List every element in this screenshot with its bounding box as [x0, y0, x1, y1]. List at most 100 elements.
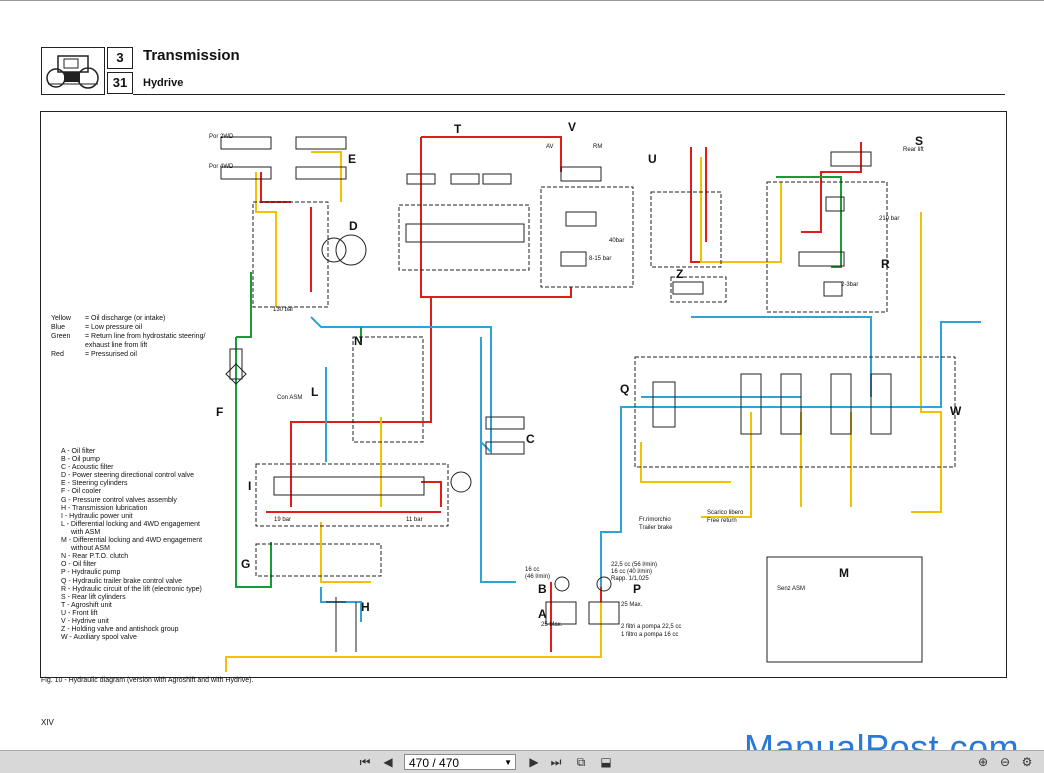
- page-number-select[interactable]: 470 / 470 ▼: [404, 754, 516, 770]
- legend-item: Q - Hydraulic trailer brake control valv…: [61, 577, 182, 585]
- color-legend-row: Red= Pressurised oil: [51, 350, 205, 359]
- legend-item: G - Pressure control valves assembly: [61, 496, 177, 504]
- color-legend-key: Red: [51, 351, 64, 358]
- chevron-down-icon: ▼: [504, 758, 512, 767]
- label-D: D: [349, 219, 358, 233]
- note-por-2wd: Por 2WD: [209, 134, 234, 140]
- legend-item: I - Hydraulic power unit: [61, 512, 133, 520]
- label-L: L: [311, 385, 319, 399]
- note-free-return: Free return: [707, 518, 737, 524]
- note-8-15-bar: 8-15 bar: [589, 256, 612, 262]
- color-legend-value: = Low pressure oil: [85, 324, 143, 331]
- label-F: F: [216, 405, 224, 419]
- legend-item: U - Front lift: [61, 609, 98, 617]
- legend-item: H - Transmission lubrication: [61, 504, 148, 512]
- legend-item: D - Power steering directional control v…: [61, 472, 195, 480]
- label-S: S: [915, 134, 924, 148]
- color-legend-key: [51, 341, 85, 350]
- color-legend-value: exhaust line from lift: [85, 342, 148, 349]
- zoom-in-icon[interactable]: ⊕: [977, 755, 989, 769]
- note-rm: RM: [593, 144, 603, 150]
- legend-item: S - Rear lift cylinders: [61, 593, 126, 601]
- zoom-out-icon[interactable]: ⊖: [999, 755, 1011, 769]
- note-fr-rimorchio: Fr.rimorchio: [639, 517, 671, 523]
- legend-item: M - Differential locking and 4WD engagem…: [61, 537, 203, 545]
- note-rapp: Rapp. 1/1,025: [611, 576, 649, 582]
- color-legend-row: Blue = Low pressure oil: [51, 323, 205, 332]
- color-legend-value: = Oil discharge (or intake): [85, 315, 166, 322]
- note-senz-asm: Senz ASM: [777, 586, 806, 592]
- fit-width-icon[interactable]: ⬓: [600, 755, 612, 769]
- label-P: P: [633, 582, 642, 596]
- label-I: I: [248, 479, 252, 493]
- document-page: 3 31 Transmission Hydrive: [0, 0, 1044, 751]
- note-2-3-bar: 2-3bar: [841, 282, 859, 288]
- legend-item: L - Differential locking and 4WD engagem…: [61, 520, 200, 528]
- viewer-toolbar: ⏮ ◀ 470 / 470 ▼ ▶ ⏭ ⧉ ⬓ ⊕ ⊖ ⚙: [0, 750, 1044, 773]
- note-25-max-b: 25 Max.: [621, 602, 643, 608]
- tractor-icon: [46, 55, 99, 89]
- note-19-bar: 19 bar: [274, 517, 292, 523]
- hydraulic-schematic: [220, 136, 981, 672]
- first-page-icon[interactable]: ⏮: [359, 755, 371, 769]
- note-av: AV: [546, 144, 554, 150]
- legend-item: F - Oil cooler: [61, 488, 102, 496]
- last-page-icon[interactable]: ⏭: [550, 755, 562, 769]
- note-16cc-b: 16 cc (40 l/min): [611, 569, 653, 575]
- note-11-bar: 11 bar: [406, 517, 423, 523]
- legend-item: with ASM: [71, 528, 101, 536]
- header-rule: [133, 94, 1005, 95]
- label-M: M: [839, 566, 849, 580]
- note-filter-2: 1 filtro a pompa 16 cc: [621, 632, 679, 638]
- label-T: T: [454, 122, 462, 136]
- legend-item: W - Auxiliary spool valve: [61, 634, 137, 642]
- color-legend-key: Green: [51, 333, 71, 340]
- color-legend-key: Blue: [51, 324, 66, 331]
- label-U: U: [648, 152, 657, 166]
- tractor-logo: [41, 47, 105, 95]
- label-B: B: [538, 582, 547, 596]
- legend-item: P - Hydraulic pump: [61, 569, 121, 577]
- label-V: V: [568, 120, 577, 134]
- page-number-value: 470 / 470: [409, 756, 460, 770]
- label-G: G: [241, 557, 251, 571]
- hydraulic-diagram: T V E D U S R Z N L F I Q W C G H B P A …: [40, 111, 1007, 678]
- page-label: XIV: [41, 718, 54, 727]
- note-130-bar: 130 bar: [273, 307, 294, 313]
- legend-item: A - Oil filter: [61, 448, 96, 455]
- color-legend-value: = Return line from hydrostatic steering/: [85, 333, 206, 340]
- label-A: A: [538, 607, 547, 621]
- section-title: Transmission: [143, 47, 240, 64]
- previous-page-icon[interactable]: ◀: [383, 755, 393, 769]
- note-25-max: 25 Max.: [541, 622, 563, 628]
- label-H: H: [361, 600, 370, 614]
- label-R: R: [881, 257, 890, 271]
- note-46-lmin: (46 l/min): [525, 574, 551, 580]
- legend-item: B - Oil pump: [61, 456, 100, 464]
- legend-item: N - Rear P.T.O. clutch: [61, 553, 129, 561]
- note-22cc: 22,5 cc (56 l/min): [611, 562, 658, 568]
- color-legend-row: exhaust line from lift: [51, 341, 205, 350]
- sub-section-number: 31: [107, 72, 133, 94]
- label-W: W: [950, 404, 962, 418]
- color-legend-key: Yellow: [51, 315, 71, 322]
- fit-page-icon[interactable]: ⧉: [576, 755, 586, 769]
- legend-item: without ASM: [71, 545, 110, 553]
- note-scarico-libero: Scarico libero: [707, 510, 744, 516]
- label-Z: Z: [676, 267, 684, 281]
- label-E: E: [348, 152, 357, 166]
- legend-item: Z - Holding valve and antishock group: [61, 626, 179, 634]
- note-16cc: 16 cc: [525, 567, 540, 573]
- note-40-bar: 40bar: [609, 238, 625, 244]
- color-legend-row: Yellow = Oil discharge (or intake): [51, 314, 205, 323]
- settings-icon[interactable]: ⚙: [1021, 755, 1033, 769]
- note-con-asm: Con ASM: [277, 395, 303, 401]
- legend-item: O - Oil filter: [61, 561, 97, 569]
- label-N: N: [354, 334, 363, 348]
- next-page-icon[interactable]: ▶: [529, 755, 539, 769]
- color-legend-row: Green = Return line from hydrostatic stee…: [51, 332, 205, 341]
- legend-item: E - Steering cylinders: [61, 480, 128, 488]
- legend-item: C - Acoustic filter: [61, 464, 114, 472]
- legend-item: R - Hydraulic circuit of the lift (elect…: [61, 585, 202, 593]
